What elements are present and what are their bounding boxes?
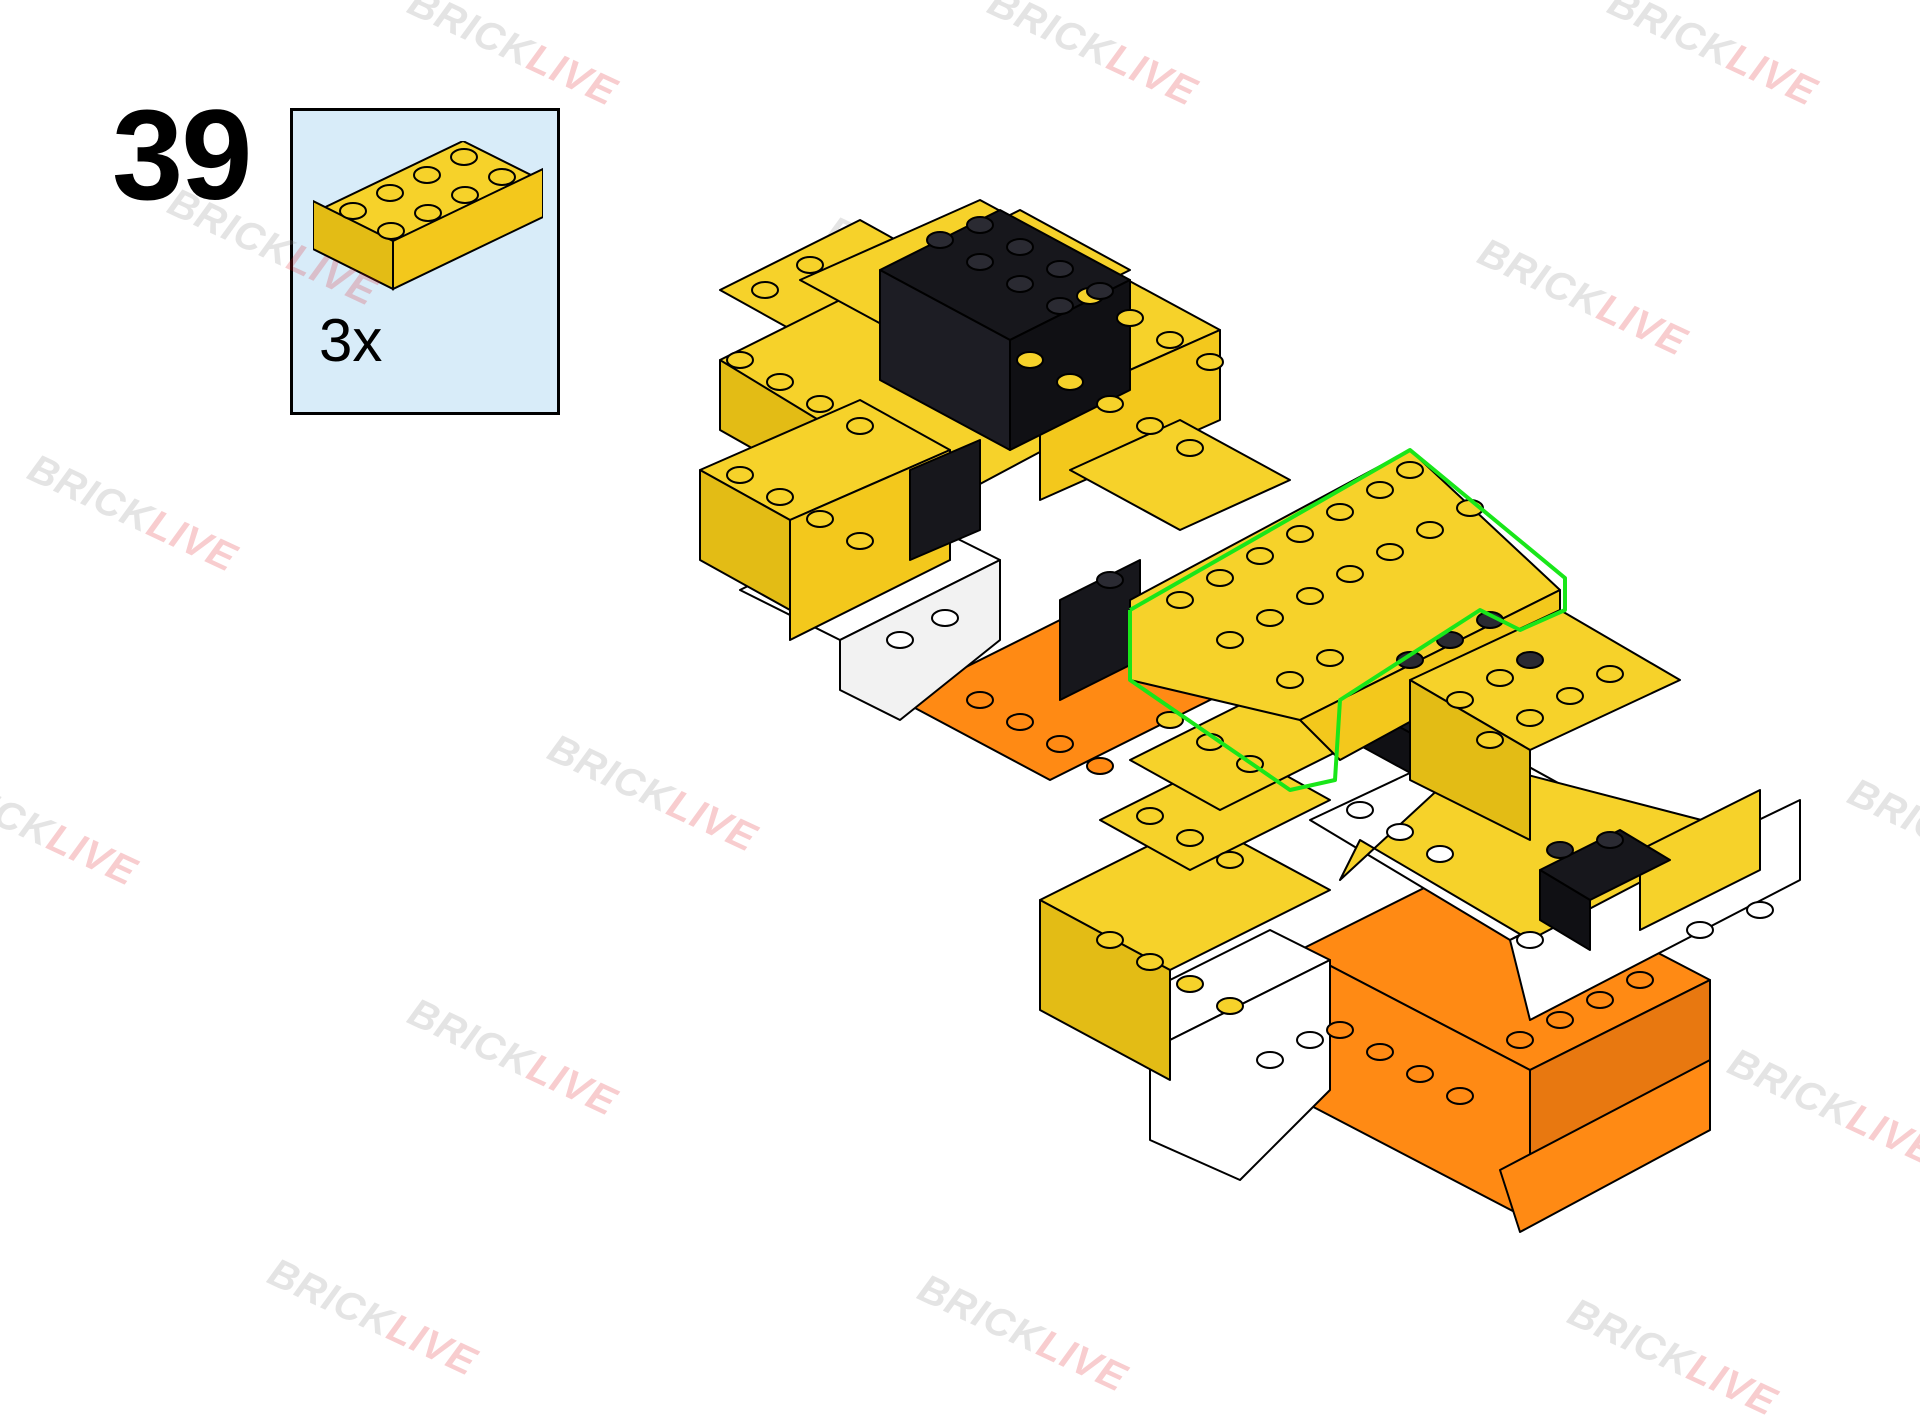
yellow-2x4-brick-icon: [313, 141, 543, 291]
step-number: 39: [112, 84, 252, 227]
brick-model-illustration: [699, 199, 1801, 1233]
part-quantity: 3x: [319, 307, 383, 374]
new-parts-highlight: [1128, 448, 1567, 792]
parts-list-panel: 3x: [290, 108, 560, 415]
